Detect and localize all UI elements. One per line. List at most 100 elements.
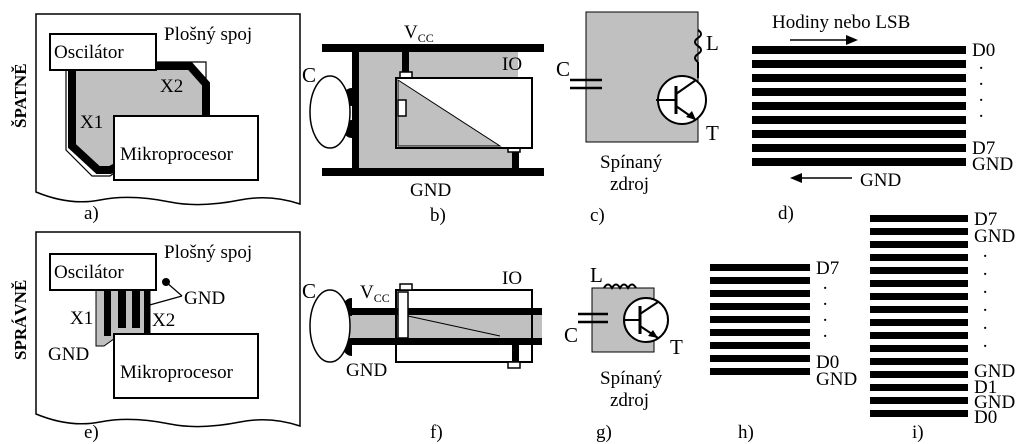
gnd-arrow-label: GND xyxy=(860,170,901,191)
bus-line xyxy=(870,358,968,365)
capacitor-outline xyxy=(309,289,351,363)
cpu-label: Mikroprocesor xyxy=(120,144,234,165)
panel-b: C VCC IO GND b) xyxy=(302,22,544,226)
x1-label: X1 xyxy=(70,308,93,329)
panel-e: Plošný spoj Oscilátor Mikroprocesor GND … xyxy=(35,231,301,443)
x1-label: X1 xyxy=(80,112,103,133)
bus-line xyxy=(752,74,966,82)
bus-line xyxy=(710,316,810,323)
inductor xyxy=(603,283,637,291)
ellipsis: · xyxy=(982,264,988,285)
panel-g: L C T Spínaný zdroj g) xyxy=(564,263,683,443)
bus-line xyxy=(870,215,968,222)
x2-label: X2 xyxy=(160,76,183,97)
bus-line xyxy=(710,329,810,336)
ellipsis: · xyxy=(982,318,988,339)
io-notch xyxy=(397,99,407,117)
bus-line xyxy=(870,293,968,300)
transistor-collector xyxy=(639,301,659,315)
vcc-via xyxy=(402,50,409,78)
gnd-trace xyxy=(322,168,544,176)
bus-d xyxy=(752,46,966,166)
io-notch xyxy=(397,291,409,339)
io-label: IO xyxy=(502,268,522,289)
ellipsis: · xyxy=(822,294,828,315)
x2-label: X2 xyxy=(152,310,175,331)
io-diagonal xyxy=(407,315,501,337)
bus-line xyxy=(870,345,968,352)
row-label-wrong: ŠPATNĚ xyxy=(11,63,30,128)
caption-d: d) xyxy=(778,203,794,224)
bus-line xyxy=(870,267,968,274)
caption-g: g) xyxy=(596,422,612,443)
gnd-pin-leader xyxy=(165,281,183,297)
l-label: L xyxy=(706,31,719,55)
gnd-trace xyxy=(352,338,542,345)
gnd-via xyxy=(512,146,519,172)
panel-i: D7 GND · · · · · · GND D1 GND D0 i) xyxy=(870,209,1015,443)
panel-d: Hodiny nebo LSB D0 · · · · D7 GND GND d) xyxy=(752,12,1013,224)
oscillator-label: Oscilátor xyxy=(54,42,124,63)
cpu-box xyxy=(113,333,259,399)
d1-label: D1 xyxy=(974,377,997,398)
bus-line xyxy=(752,88,966,96)
bus-line xyxy=(710,290,810,297)
cpu-label: Mikroprocesor xyxy=(120,362,234,383)
left-rail xyxy=(352,50,359,172)
oscillator-label: Oscilátor xyxy=(54,262,124,283)
ellipsis: · xyxy=(982,336,988,357)
gnd-via xyxy=(512,340,519,362)
ellipsis: · xyxy=(822,278,828,299)
d7-label: D7 xyxy=(974,209,997,230)
title-line2: zdroj xyxy=(610,390,649,411)
inductor xyxy=(694,29,702,63)
bus-line xyxy=(870,319,968,326)
ellipsis: · xyxy=(978,74,984,95)
caption-f: f) xyxy=(430,422,443,443)
panel-a: Plošný spoj Oscilátor Mikroprocesor X1 X… xyxy=(35,13,301,224)
row-label-correct: SPRÁVNĚ xyxy=(11,280,30,360)
gnd-label: GND xyxy=(816,369,857,390)
emitter-arrow xyxy=(686,111,696,120)
ellipsis: · xyxy=(978,106,984,127)
gnd-line-label: GND xyxy=(972,154,1013,175)
caption-e: e) xyxy=(84,422,99,443)
cpu-box xyxy=(113,115,259,181)
clock-label: Hodiny nebo LSB xyxy=(772,12,910,33)
d0-label: D0 xyxy=(972,40,995,61)
gnd-label: GND xyxy=(410,180,451,201)
bus-line xyxy=(752,158,966,166)
ellipsis: · xyxy=(982,282,988,303)
crystal-trace-x2 xyxy=(132,282,140,328)
caption-a: a) xyxy=(84,203,99,224)
bus-line xyxy=(710,368,810,375)
bus-i xyxy=(870,215,968,417)
d7-label: D7 xyxy=(816,258,839,279)
ground-plane xyxy=(346,314,542,340)
bus-line xyxy=(710,342,810,349)
gnd-label: GND xyxy=(346,360,387,381)
panel-c: C L T Spínaný zdroj c) xyxy=(556,11,719,226)
d0-label: D0 xyxy=(974,407,997,428)
title-line1: Spínaný xyxy=(600,368,663,389)
oscillator-box xyxy=(49,253,157,291)
bus-line xyxy=(710,264,810,271)
vcc-label: VCC xyxy=(360,282,390,305)
bus-line xyxy=(870,397,968,404)
gnd-pin-leader xyxy=(145,295,183,307)
bus-line xyxy=(752,60,966,68)
board-label: Plošný spoj xyxy=(164,24,252,45)
io-pin-bottom xyxy=(507,361,521,369)
vcc-label: VCC xyxy=(404,22,434,45)
caption-c: c) xyxy=(590,205,605,226)
t-label: T xyxy=(670,335,683,359)
bus-line xyxy=(752,46,966,54)
ellipsis: · xyxy=(822,326,828,347)
gnd-pin-label: GND xyxy=(184,288,225,309)
bus-line xyxy=(870,241,968,248)
io-label: IO xyxy=(502,54,522,75)
bus-line xyxy=(870,384,968,391)
bus-line xyxy=(870,410,968,417)
gnd-guard xyxy=(104,282,111,336)
title-line1: Spínaný xyxy=(600,152,663,173)
